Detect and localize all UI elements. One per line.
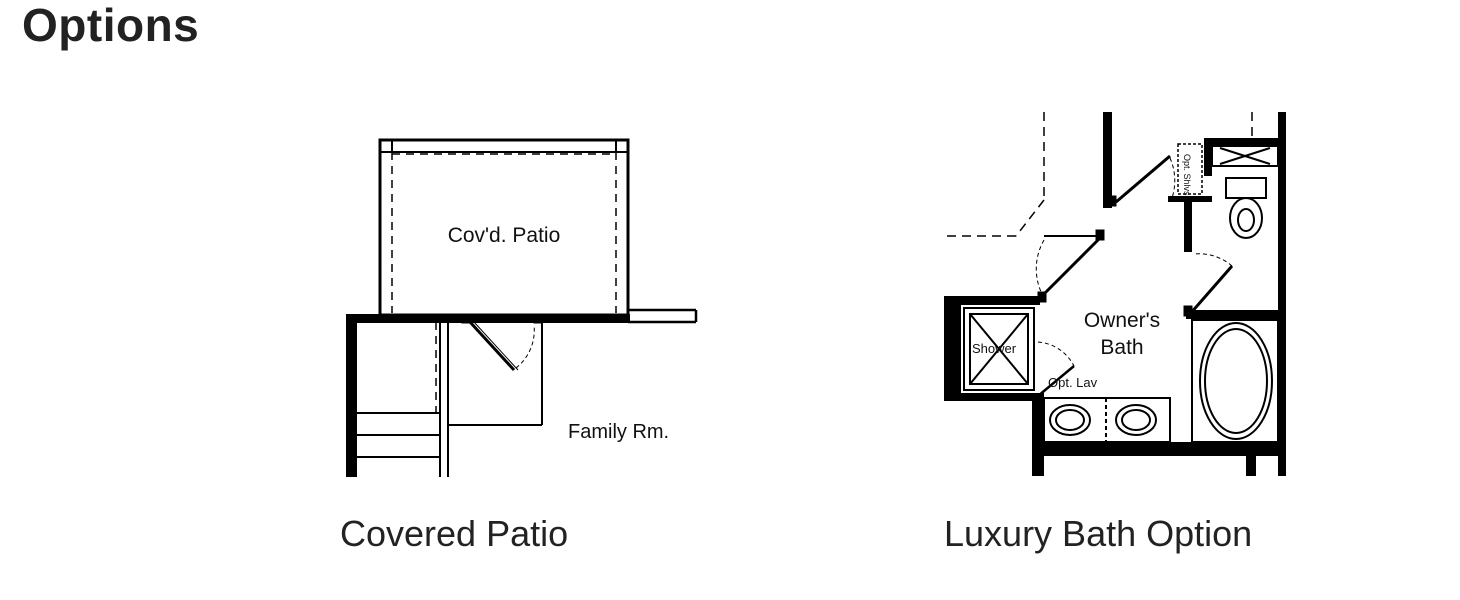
patio-door xyxy=(461,313,543,372)
covd-patio-label: Cov'd. Patio xyxy=(448,224,561,247)
covered-patio-caption: Covered Patio xyxy=(340,513,569,554)
page-title: Options xyxy=(22,0,200,51)
owners-bath-label-line1: Owner's xyxy=(1084,309,1160,332)
extension-wall xyxy=(628,308,698,324)
owners-bath-label-line2: Bath xyxy=(1100,336,1143,359)
house-wall xyxy=(346,314,630,477)
opt-shelves-label: Opt. Shlvs. xyxy=(1182,154,1192,198)
opt-lav-label: Opt. Lav xyxy=(1048,375,1098,390)
linen-cabinet xyxy=(1211,145,1279,167)
luxury-bath-floorplan[interactable]: Opt. Shlvs. xyxy=(940,110,1290,480)
bath-walls xyxy=(944,112,1286,476)
shower xyxy=(963,307,1035,391)
toilet-icon xyxy=(1225,177,1267,239)
opt-shelves xyxy=(1177,143,1203,195)
closet-dashed-outline xyxy=(942,112,1253,237)
bath-doors xyxy=(1035,154,1234,397)
shower-label: Shower xyxy=(972,341,1017,356)
covered-patio-floorplan[interactable]: Cov'd. Patio Family Rm. xyxy=(340,130,710,480)
stairs xyxy=(357,320,543,477)
vanity xyxy=(1043,397,1171,443)
bathtub xyxy=(1191,319,1279,443)
patio-dashed-lines xyxy=(391,152,617,420)
luxury-bath-caption: Luxury Bath Option xyxy=(944,513,1253,554)
family-room-label: Family Rm. xyxy=(568,421,669,443)
